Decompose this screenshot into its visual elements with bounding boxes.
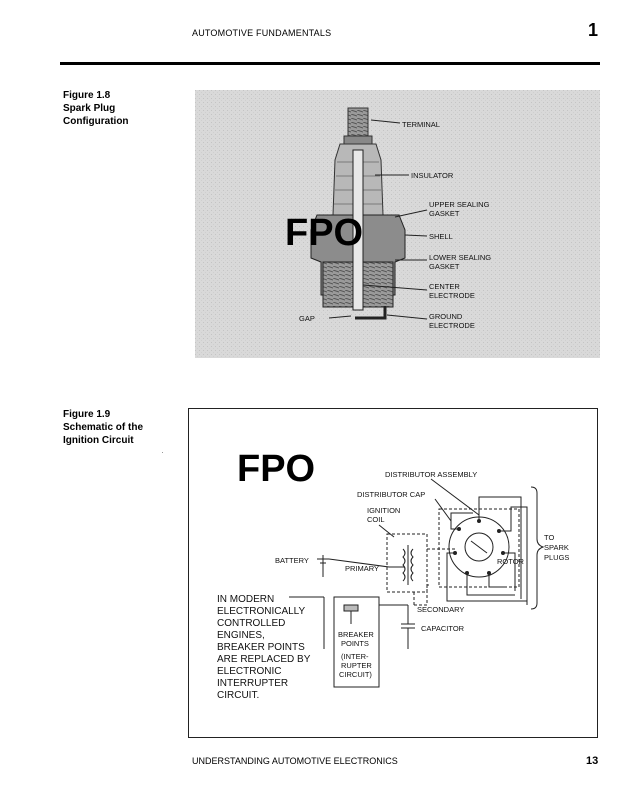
label-interrupter: CIRCUIT): [339, 670, 372, 679]
running-header: AUTOMOTIVE FUNDAMENTALS: [192, 28, 332, 38]
label-insulator: INSULATOR: [411, 171, 454, 180]
label-ignition-coil: IGNITION: [367, 506, 400, 515]
note-line: IN MODERN: [217, 594, 274, 605]
note-line: ELECTRONIC: [217, 666, 281, 677]
modern-note: IN MODERN ELECTRONICALLY CONTROLLED ENGI…: [217, 594, 311, 701]
label-interrupter: RUPTER: [341, 661, 372, 670]
fpo-placeholder: FPO: [285, 212, 363, 254]
center-electrode-part: [352, 149, 364, 311]
caption-line: Ignition Circuit: [63, 435, 134, 446]
label-secondary: SECONDARY: [417, 605, 464, 614]
label-ground-electrode: ELECTRODE: [429, 321, 475, 330]
terminal-part: [343, 107, 373, 145]
running-footer: UNDERSTANDING AUTOMOTIVE ELECTRONICS: [192, 756, 398, 766]
label-distributor-cap: DISTRIBUTOR CAP: [357, 490, 425, 499]
page-number: 13: [586, 755, 599, 767]
label-breaker-points: BREAKER: [338, 630, 374, 639]
label-terminal: TERMINAL: [402, 120, 440, 129]
ground-electrode-part: [355, 306, 387, 320]
note-line: ELECTRONICALLY: [217, 606, 306, 617]
caption-line: Schematic of the: [63, 422, 144, 433]
label-interrupter: (INTER-: [341, 652, 369, 661]
chapter-number: 1: [588, 20, 599, 40]
figure-1-8-caption: Figure 1.8 Spark Plug Configuration: [63, 89, 129, 128]
label-lower-gasket: GASKET: [429, 262, 460, 271]
fpo-placeholder: FPO: [237, 448, 315, 490]
label-lower-gasket: LOWER SEALING: [429, 253, 491, 262]
label-breaker-points: POINTS: [341, 639, 369, 648]
label-gap: GAP: [299, 314, 315, 323]
header-rule: [60, 62, 600, 65]
label-to-spark-plugs: TO: [544, 533, 554, 542]
label-battery: BATTERY: [275, 556, 309, 565]
label-ground-electrode: GROUND: [429, 312, 463, 321]
caption-line: Configuration: [63, 116, 129, 127]
label-rotor: ROTOR: [497, 557, 525, 566]
note-line: ENGINES,: [217, 630, 265, 641]
label-shell: SHELL: [429, 232, 453, 241]
label-distributor-assembly: DISTRIBUTOR ASSEMBLY: [385, 470, 477, 479]
label-primary: PRIMARY: [345, 564, 379, 573]
label-upper-gasket: UPPER SEALING: [429, 200, 490, 209]
stray-mark: [162, 452, 163, 453]
note-line: BREAKER POINTS: [217, 642, 305, 653]
ignition-schematic-drawing: FPO DISTRIBUTOR ASSEMBLY DISTRIBUTOR CAP…: [217, 448, 569, 701]
spark-plug-figure: TERMINAL INSULATOR UPPER SEALING GASKET …: [195, 90, 600, 358]
label-center-electrode: CENTER: [429, 282, 460, 291]
figure-label: Figure 1.8: [63, 90, 111, 101]
label-to-spark-plugs: PLUGS: [544, 553, 569, 562]
ignition-schematic-figure: FPO DISTRIBUTOR ASSEMBLY DISTRIBUTOR CAP…: [188, 408, 598, 738]
note-line: ARE REPLACED BY: [217, 654, 311, 665]
label-to-spark-plugs: SPARK: [544, 543, 569, 552]
label-center-electrode: ELECTRODE: [429, 291, 475, 300]
label-ignition-coil: COIL: [367, 515, 385, 524]
note-line: CONTROLLED: [217, 618, 285, 629]
figure-label: Figure 1.9: [63, 409, 111, 420]
label-upper-gasket: GASKET: [429, 209, 460, 218]
label-capacitor: CAPACITOR: [421, 624, 465, 633]
note-line: INTERRUPTER: [217, 678, 288, 689]
caption-line: Spark Plug: [63, 103, 116, 114]
figure-1-9-caption: Figure 1.9 Schematic of the Ignition Cir…: [63, 408, 143, 447]
note-line: CIRCUIT.: [217, 690, 259, 701]
